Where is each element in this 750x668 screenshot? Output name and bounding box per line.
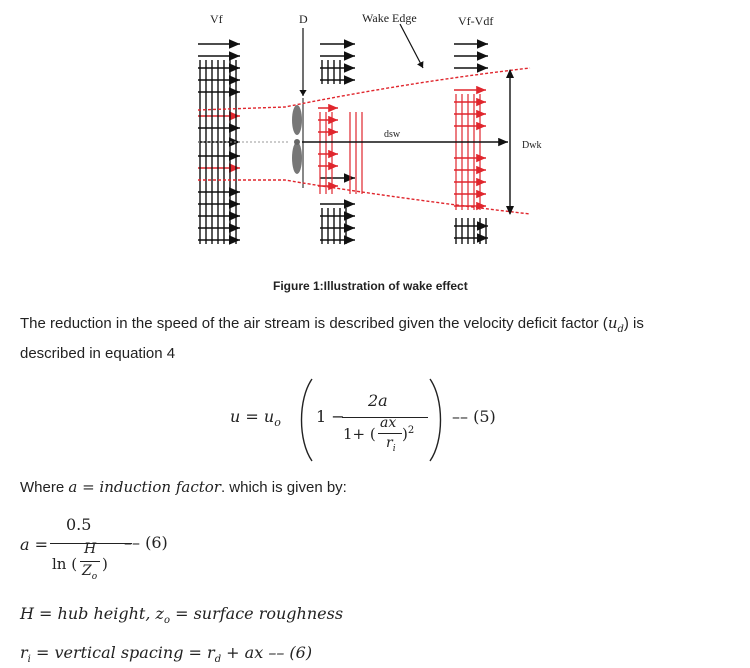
near-wake-arrows <box>318 39 363 245</box>
eq6-numerator: 0.5 <box>66 515 92 534</box>
where-suffix: . which is given by: <box>220 479 347 496</box>
wake-edge-pointer <box>399 23 424 69</box>
where-eq: = <box>77 478 100 496</box>
far-wake-arrows <box>454 39 488 244</box>
label-wake-edge: Wake Edge <box>362 11 417 25</box>
para-var-u: u <box>607 314 618 332</box>
definitions-hub-height: H = hub height, zo = surface roughness <box>20 604 344 627</box>
wake-diameter-arrow <box>506 69 514 215</box>
label-dwk: Dwk <box>522 140 542 151</box>
eq6-lhs: a = <box>20 535 49 554</box>
wake-figure: Vf D Wake Edge Vf-Vdf dsw Dwk <box>190 8 560 278</box>
eq5-fraction-bar <box>342 417 428 418</box>
eq5-one-minus: 1 − <box>316 407 345 426</box>
eq6-inner-num: H <box>84 541 97 557</box>
wake-diagram <box>197 23 531 245</box>
where-prefix: Where <box>20 479 69 496</box>
equation-5: u = uo 1 − 2a 1+ ( ax ri )2 –– (5) <box>230 375 560 465</box>
para-line1-text: The reduction in the speed of the air st… <box>20 315 608 332</box>
eq6-inner-bar <box>80 561 100 562</box>
definitions-vertical-spacing: ri = vertical spacing = rd + ax –– (6) <box>20 643 313 666</box>
label-d: D <box>299 12 308 26</box>
eq6-den-suffix: ) <box>102 555 108 573</box>
label-vf-vdf: Vf-Vdf <box>458 14 494 28</box>
eq5-inner-num: ax <box>380 415 397 431</box>
eq5-inner-den: ri <box>386 435 396 454</box>
equation-6: a = 0.5 ln ( H Zo ) –– (6) <box>20 515 220 595</box>
where-var: a <box>68 478 78 496</box>
paragraph-velocity-deficit: The reduction in the speed of the air st… <box>20 311 740 366</box>
eq5-lhs: u = uo <box>230 407 281 430</box>
figure-caption: Figure 1:Illustration of wake effect <box>273 279 468 293</box>
eq5-right-paren <box>429 378 442 462</box>
label-vf: Vf <box>210 12 223 26</box>
para-line2-text: described in equation 4 <box>20 345 176 362</box>
turbine-rotor <box>292 28 307 188</box>
eq5-left-paren <box>300 378 313 462</box>
label-dsw: dsw <box>384 129 401 140</box>
eq5-numerator: 2a <box>368 391 388 410</box>
where-def: induction factor <box>99 478 221 496</box>
eq5-denominator-prefix: 1+ ( <box>343 425 376 443</box>
eq5-inner-bar <box>378 433 402 434</box>
eq6-fraction-bar <box>50 543 132 544</box>
incoming-wind-arrows <box>198 39 240 245</box>
para-var-sub: d <box>617 324 624 335</box>
wake-edge-lines <box>197 67 531 215</box>
eq6-den-prefix: ln ( <box>52 555 78 573</box>
eq6-inner-den: Zo <box>82 563 98 582</box>
where-line: Where a = induction factor. which is giv… <box>20 478 347 496</box>
eq5-tag: –– (5) <box>452 407 496 426</box>
eq5-den-suffix: )2 <box>402 425 415 443</box>
eq6-tag: –– (6) <box>124 533 168 552</box>
para-line1-end: ) is <box>623 315 644 332</box>
